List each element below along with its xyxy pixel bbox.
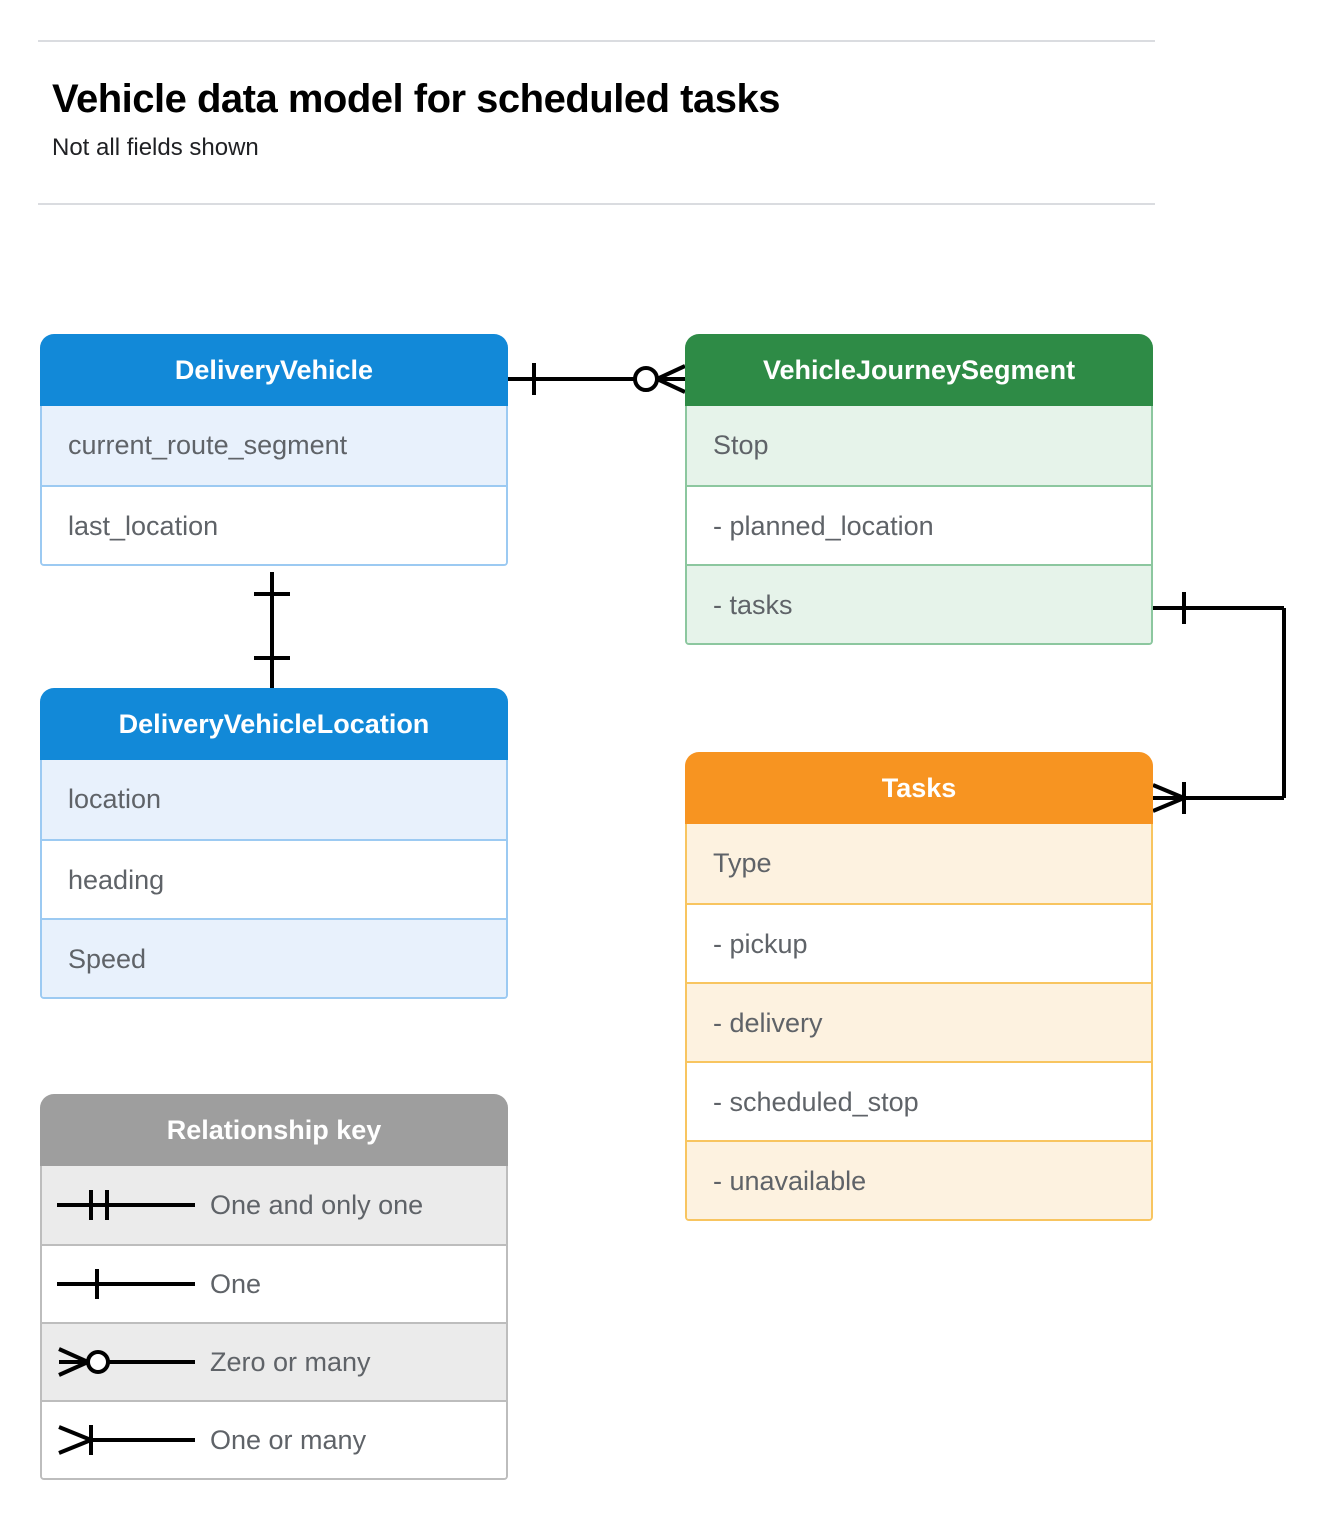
entity-field: heading [42,839,506,918]
legend-item-label: Zero or many [210,1346,371,1377]
entity-field: Stop [687,406,1151,485]
header-divider-bottom [38,203,1155,205]
legend-item-one-and-only-one: One and only one [42,1166,506,1244]
entity-delivery-vehicle-location[interactable]: DeliveryVehicleLocation location heading… [40,688,508,999]
page-title: Vehicle data model for scheduled tasks [52,77,780,121]
legend-item-label: One and only one [210,1189,424,1220]
entity-field: last_location [42,485,506,564]
entity-field: current_route_segment [42,406,506,485]
one-or-many-icon [42,1420,210,1460]
entity-fields-tasks: Type - pickup - delivery - scheduled_sto… [685,824,1153,1221]
legend-item-label: One or many [210,1424,367,1455]
entity-header-delivery-vehicle-location: DeliveryVehicleLocation [40,688,508,760]
header-divider-top [38,40,1155,42]
legend-item-label: One [210,1268,262,1299]
one-and-only-one-icon [42,1185,210,1225]
entity-tasks[interactable]: Tasks Type - pickup - delivery - schedul… [685,752,1153,1221]
entity-field: - planned_location [687,485,1151,564]
legend-item-one-or-many: One or many [42,1400,506,1478]
entity-field: Speed [42,918,506,997]
entity-vehicle-journey-segment[interactable]: VehicleJourneySegment Stop - planned_loc… [685,334,1153,645]
legend-item-zero-or-many: Zero or many [42,1322,506,1400]
entity-fields-vehicle-journey-segment: Stop - planned_location - tasks [685,406,1153,645]
entity-field: - tasks [687,564,1151,643]
crowfoot-zero-circle-journey [633,366,659,392]
one-icon [42,1264,210,1304]
relationship-key-legend[interactable]: Relationship key One and only one [40,1094,508,1480]
zero-or-many-icon [42,1342,210,1382]
entity-delivery-vehicle[interactable]: DeliveryVehicle current_route_segment la… [40,334,508,566]
entity-header-tasks: Tasks [685,752,1153,824]
legend-header: Relationship key [40,1094,508,1166]
entity-field: - pickup [687,903,1151,982]
entity-field: Type [687,824,1151,903]
entity-header-delivery-vehicle: DeliveryVehicle [40,334,508,406]
page-subtitle: Not all fields shown [52,134,259,161]
entity-field: - scheduled_stop [687,1061,1151,1140]
entity-field: - unavailable [687,1140,1151,1219]
entity-header-vehicle-journey-segment: VehicleJourneySegment [685,334,1153,406]
legend-rows: One and only one One [40,1166,508,1480]
entity-field: location [42,760,506,839]
entity-fields-delivery-vehicle-location: location heading Speed [40,760,508,999]
legend-item-one: One [42,1244,506,1322]
entity-fields-delivery-vehicle: current_route_segment last_location [40,406,508,566]
entity-field: - delivery [687,982,1151,1061]
